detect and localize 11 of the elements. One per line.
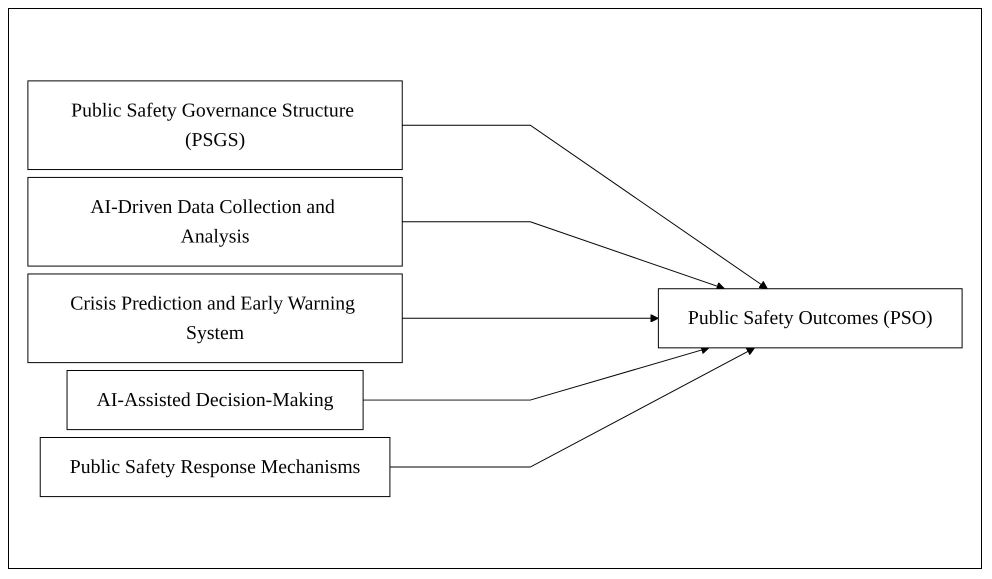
arrow (362, 346, 710, 400)
arrow (402, 124, 768, 289)
arrow (402, 314, 659, 322)
node-box: Crisis Prediction and Early Warning System (27, 273, 403, 363)
arrow (389, 347, 756, 468)
node-box: AI-Assisted Decision-Making (66, 370, 364, 430)
arrow (402, 221, 725, 290)
node-box: Public Safety Outcomes (PSO) (658, 288, 963, 348)
node-box: Public Safety Governance Structure (PSGS) (27, 80, 403, 170)
node-box: AI-Driven Data Collection and Analysis (27, 176, 403, 266)
node-box: Public Safety Response Mechanisms (40, 436, 390, 497)
